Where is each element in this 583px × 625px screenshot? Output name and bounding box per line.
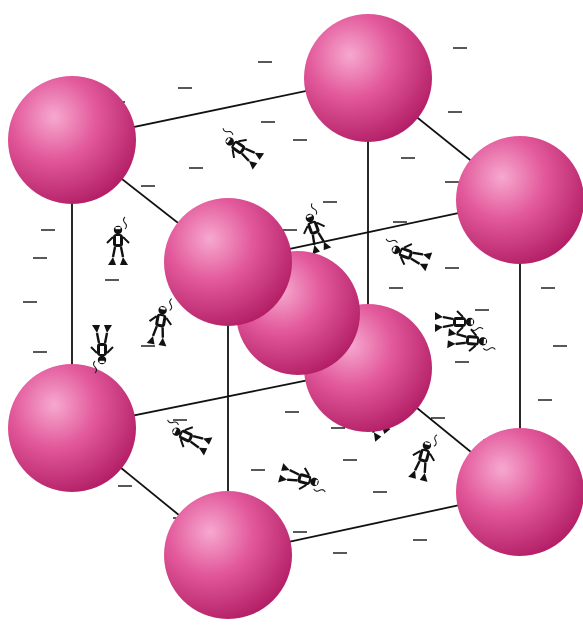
ion-sphere <box>8 76 136 204</box>
ion-sphere <box>164 198 292 326</box>
scuba-diver-icon <box>107 217 129 265</box>
ion-sphere <box>456 428 583 556</box>
scuba-diver-icon <box>91 325 113 373</box>
ion-sphere <box>164 491 292 619</box>
scuba-diver-icon <box>447 327 497 353</box>
scuba-diver-icon <box>213 125 265 171</box>
scuba-diver-icon <box>407 430 441 482</box>
ion-sphere <box>304 14 432 142</box>
ion-sphere <box>8 364 136 492</box>
scuba-diver-icon <box>146 296 176 347</box>
scuba-diver-icon <box>435 311 483 333</box>
ion-sphere <box>456 136 583 264</box>
scuba-diver-icon <box>278 462 330 496</box>
scuba-diver-icon <box>160 416 213 456</box>
scuba-diver-icon <box>380 235 433 272</box>
